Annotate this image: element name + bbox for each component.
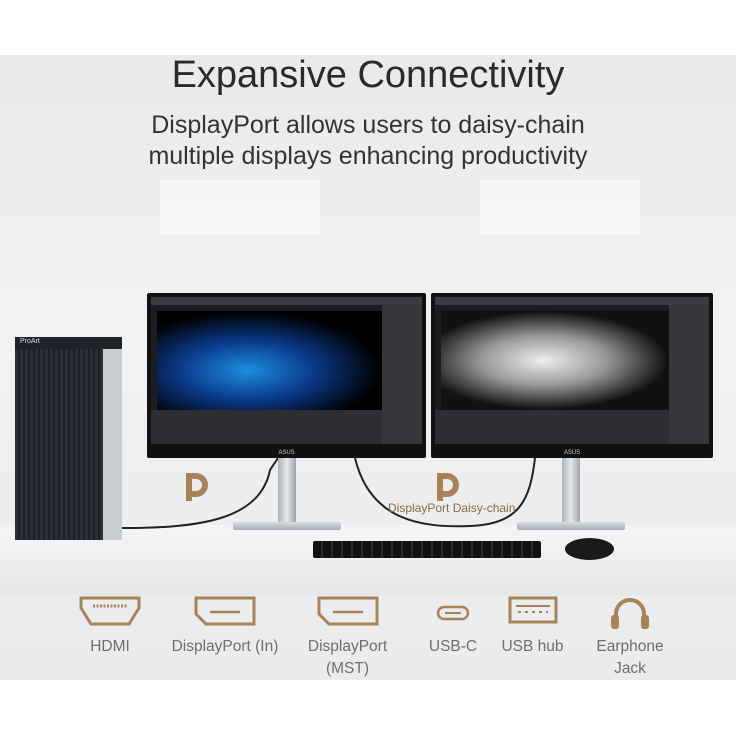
monitor-left: ASUS — [147, 293, 426, 458]
displayport-logo-icon — [186, 473, 208, 501]
page-title: Expansive Connectivity — [171, 54, 565, 96]
keyboard — [313, 541, 541, 558]
wall-panel — [160, 180, 320, 235]
displayport-logo-icon — [437, 473, 459, 501]
port-icons-row: HDMI DisplayPort (In) DisplayPort(MST) U… — [0, 596, 736, 686]
port-displayport-in: DisplayPort (In) — [165, 596, 285, 658]
desk — [0, 525, 736, 595]
headphone-icon — [611, 598, 649, 629]
port-displayport-mst: DisplayPort(MST) — [300, 596, 395, 680]
mouse — [565, 538, 614, 560]
monitor-stand — [562, 458, 580, 524]
usb-c-icon — [436, 605, 470, 621]
wall-panel — [480, 180, 640, 235]
port-usb-c: USB-C — [423, 596, 483, 658]
port-usb-hub: USB hub — [495, 596, 570, 658]
port-hdmi: HDMI — [70, 596, 150, 658]
usb-hub-icon — [508, 596, 557, 624]
hdmi-port-icon — [79, 596, 141, 626]
pc-tower: ProArt — [15, 337, 122, 540]
port-label: DisplayPort(MST) — [307, 638, 388, 677]
displayport-mst-icon — [317, 596, 378, 626]
monitor-base — [233, 522, 341, 530]
displayport-in-icon — [194, 596, 256, 626]
monitor-stand — [278, 458, 296, 524]
daisy-chain-label: DisplayPort Daisy-chain — [388, 501, 516, 515]
monitor-base — [517, 522, 625, 530]
monitor-right: ASUS — [431, 293, 713, 458]
